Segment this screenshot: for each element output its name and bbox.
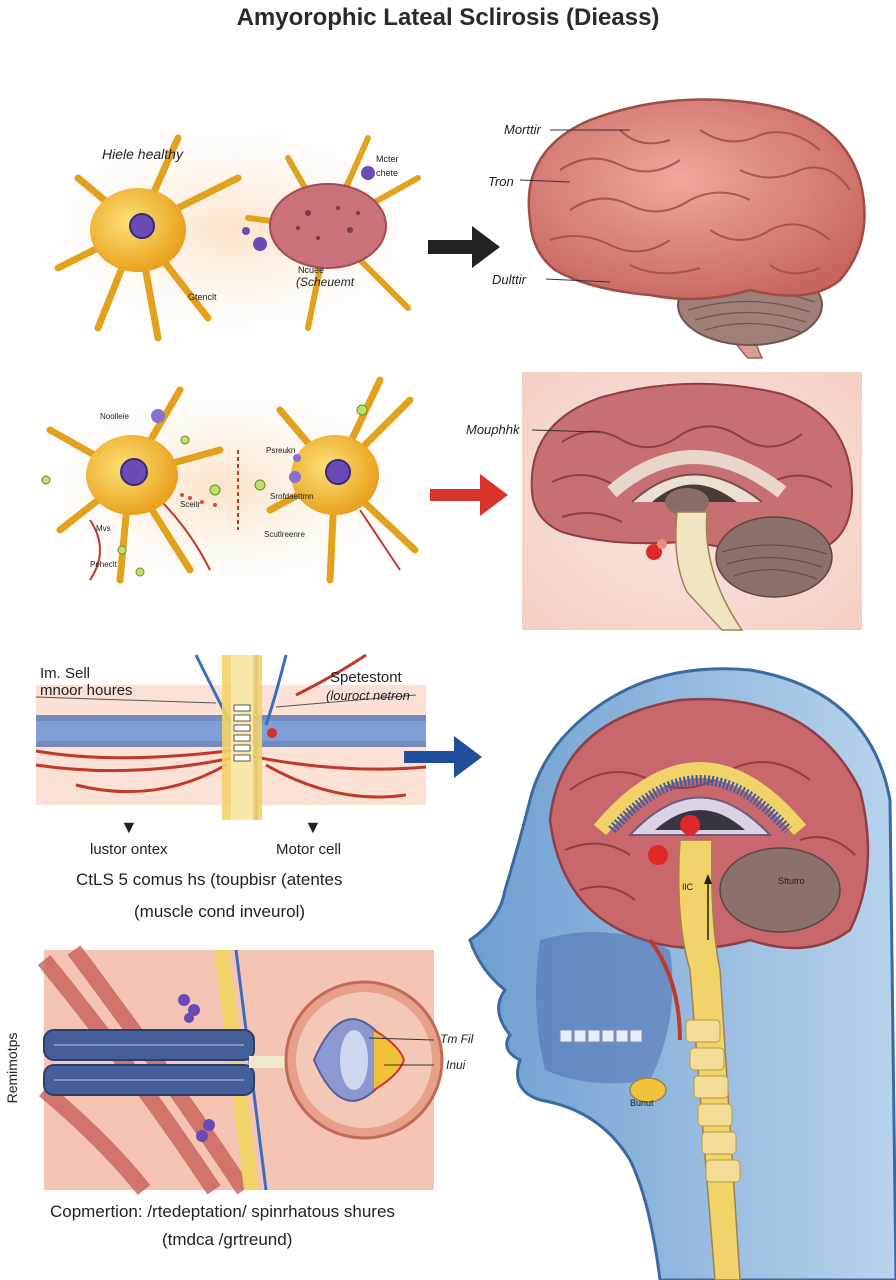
panel2-label-g: Peheclt xyxy=(90,560,117,569)
label-mcter: Mcter xyxy=(376,154,399,164)
brain1-label-b: Tron xyxy=(488,174,514,189)
panel2-label-d: Scutlreenre xyxy=(264,530,305,539)
panel3-bottom-left: lustor ontex xyxy=(90,841,168,858)
brain2-label-a: Mouphhk xyxy=(466,422,520,437)
caption2-line1: Copmertion: /rtedeptation/ spinrhatous s… xyxy=(50,1202,395,1221)
panel4-label-a: Tm Fil xyxy=(440,1032,474,1046)
panel2-label-a: Noolleie xyxy=(100,412,129,421)
panel3-left-top-2: mnoor houres xyxy=(40,682,133,699)
damaged-neurons-illustration xyxy=(30,376,420,595)
muscle-section-panel xyxy=(37,945,444,1195)
brain-side-view xyxy=(519,98,866,359)
spinal-cord-illustration xyxy=(35,653,427,820)
panel2-label-c: Srofdaettmn xyxy=(270,492,314,501)
nucleus xyxy=(129,213,155,239)
label-chete: chete xyxy=(376,168,399,178)
head-label-c: Bunut xyxy=(630,1098,654,1108)
healthy-neurons-illustration xyxy=(38,118,428,343)
arrow-right-icon xyxy=(404,736,482,778)
brain-sagittal-view xyxy=(522,372,862,631)
panel3-right-top-1: Spetestont xyxy=(330,669,402,686)
caption2-line2: (tmdca /grtreund) xyxy=(162,1230,293,1249)
panel4-label-b: Inui xyxy=(446,1058,466,1072)
head-label-b: Sftutro xyxy=(778,876,805,886)
label-ncuee: Ncuee xyxy=(298,265,325,275)
arrow-right-icon xyxy=(428,226,500,268)
brain-illustration-1: Morttir Tron Dulttir xyxy=(488,90,880,360)
healthy-label: Hiele healthy xyxy=(102,146,183,162)
caption1-line2: (muscle cond inveurol) xyxy=(134,902,306,921)
head-illustration: IlC Sftutro Bunut xyxy=(450,640,896,1280)
brain1-label-c: Dulttir xyxy=(492,272,526,287)
panel2-label-b: Psreukn xyxy=(266,446,296,455)
healthy-neurons-panel: Hiele healthy Mcter chete Ncuee (Scheuem… xyxy=(38,118,428,343)
panel3-bottom-right: Motor cell xyxy=(276,841,342,858)
pointer-icon: ▼ xyxy=(304,817,322,837)
panel3-left-top-1: Im. Sell xyxy=(40,665,91,682)
label-gtenclt: Gtenclt xyxy=(188,292,217,302)
panel3-right-top-2: (louroct netron xyxy=(326,688,410,703)
pointer-icon: ▼ xyxy=(120,817,138,837)
page-title: Amyorophic Lateal Sclirosis (Dieass) xyxy=(236,4,660,31)
panel2-label-f: Mvs xyxy=(96,524,111,533)
damaged-neurons-panel: Noolleie Psreukn Srofdaettmn Scutlreenre… xyxy=(30,376,420,595)
damaged-neuron-body xyxy=(269,183,387,269)
head-label-a: IlC xyxy=(682,882,693,892)
head-sagittal-view xyxy=(468,667,896,1280)
label-scheuemt: (Scheuemt xyxy=(296,275,355,289)
side-label: Remimotps xyxy=(4,1032,20,1104)
panel2-label-e: Sceitr xyxy=(180,500,201,509)
arrow-right-icon xyxy=(430,474,508,516)
brain1-label-a: Morttir xyxy=(504,122,541,137)
spinal-section-panel: Im. Sell mnoor houres Spetestont (louroc… xyxy=(35,653,427,875)
caption1-line1: CtLS 5 comus hs (toupbisr (atentes xyxy=(76,870,343,889)
brain-illustration-2: Mouphhk xyxy=(466,372,862,631)
muscle-spinal-illustration xyxy=(37,945,444,1195)
